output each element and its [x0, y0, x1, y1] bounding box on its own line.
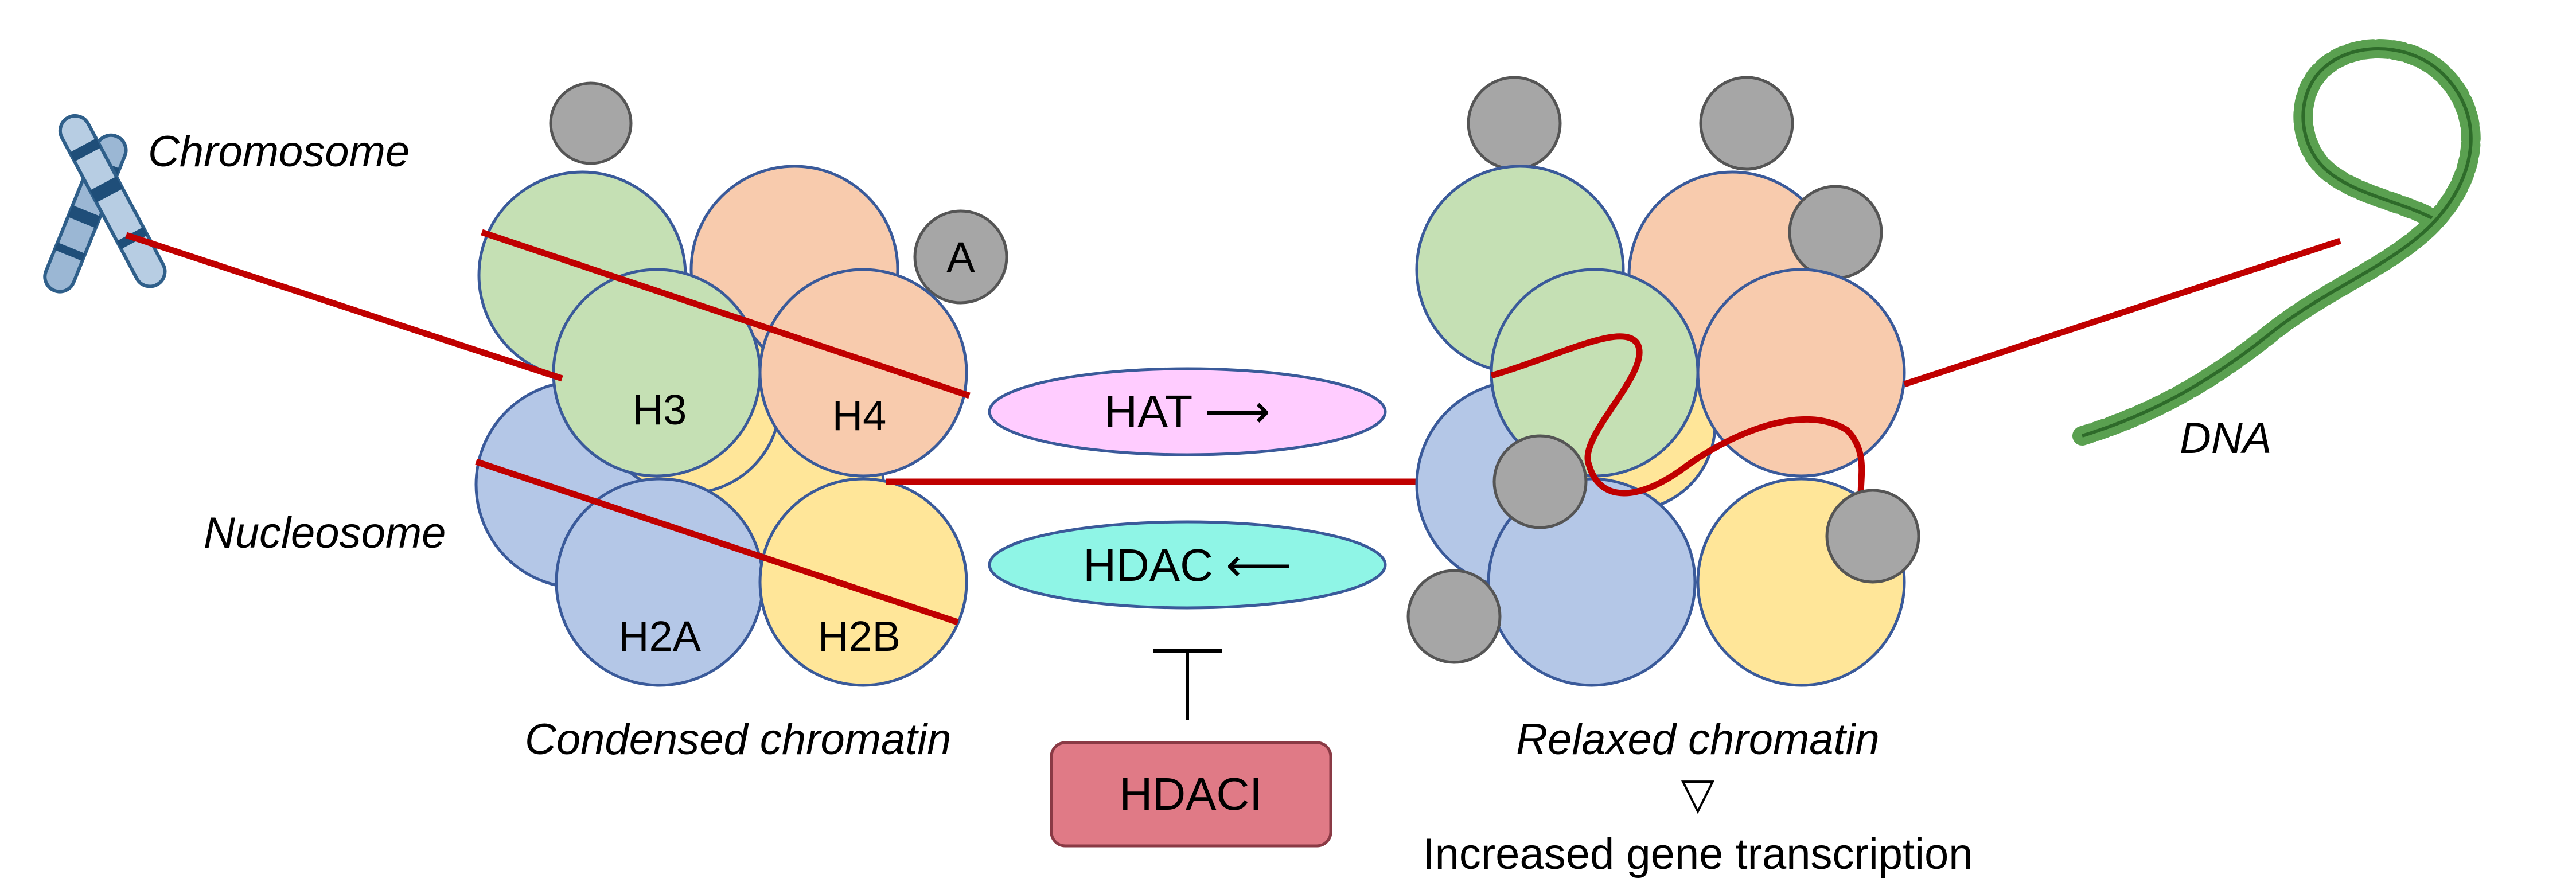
histone-h4-front: [1696, 268, 1906, 478]
h4-label: H4: [832, 392, 887, 439]
hdac-label: HDAC ⟵: [1083, 540, 1292, 591]
dna-helix-icon: [2072, 39, 2481, 446]
acetyl-group: [1467, 76, 1562, 171]
relaxed-chromatin-label: Relaxed chromatin: [1516, 715, 1880, 764]
acetyl-group: [1406, 569, 1502, 664]
histone-h3: [552, 268, 762, 478]
dna-label: DNA: [2180, 414, 2271, 463]
acetyl-group: [1788, 185, 1883, 280]
chromosome-icon: [43, 114, 167, 294]
chromosome-label: Chromosome: [148, 127, 410, 176]
condensed-nucleosome: A H3 H4 H2A H2B: [474, 81, 1008, 687]
hat-ellipse: HAT ⟶: [988, 367, 1387, 456]
increased-transcription-label: Increased gene transcription: [1423, 830, 1973, 879]
acetyl-a-label: A: [946, 233, 975, 281]
acetyl-group: [1699, 76, 1794, 171]
hdaci-box: HDACI: [1050, 741, 1332, 848]
relaxed-dna-path: [1490, 333, 1865, 502]
hat-label: HAT ⟶: [1104, 386, 1271, 437]
acetyl-group: [1825, 489, 1920, 584]
h2a-label: H2A: [618, 612, 702, 660]
condensed-chromatin-label: Condensed chromatin: [525, 715, 952, 764]
histone-h4: [758, 268, 968, 478]
histone-h2b: [758, 477, 968, 687]
down-triangle-icon: ▽: [1681, 770, 1715, 818]
acetyl-group: [1492, 434, 1588, 529]
h3-label: H3: [633, 386, 687, 434]
chromosome-connector: [125, 232, 563, 382]
hdac-ellipse: HDAC ⟵: [988, 520, 1387, 610]
dna-wrap-bottom: [475, 458, 959, 626]
hdaci-label: HDACI: [1120, 768, 1262, 819]
dna-connector: [1903, 237, 2341, 388]
h2b-label: H2B: [818, 612, 901, 660]
acetyl-group: [549, 81, 633, 165]
nucleosome-label: Nucleosome: [204, 509, 446, 557]
inhibition-tee-icon: [1153, 649, 1222, 720]
relaxed-nucleosome: [1406, 76, 1920, 687]
acetyl-a-icon: [913, 209, 1008, 305]
dna-wrap-top: [481, 229, 971, 399]
